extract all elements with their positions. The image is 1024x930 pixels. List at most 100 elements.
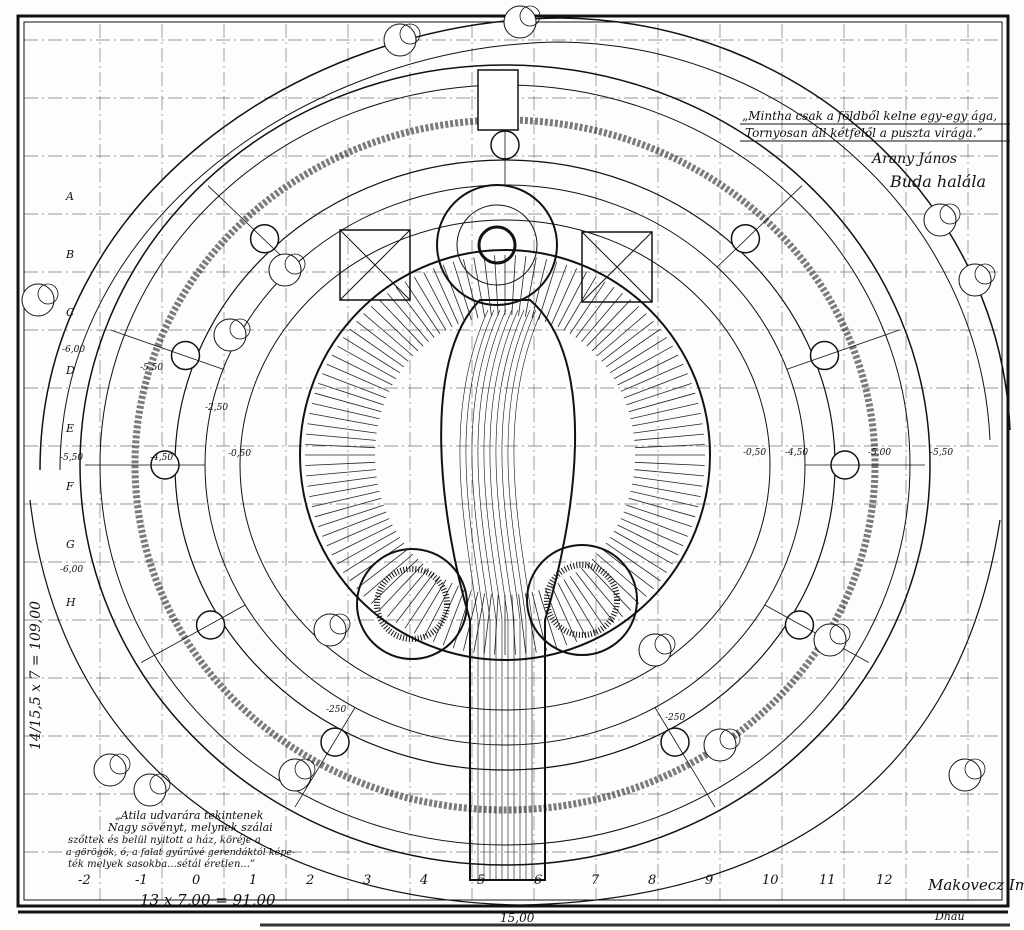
grid-row-label: H [65, 596, 76, 609]
gate-path [110, 329, 224, 370]
note-line-3: szőttek és belül nyitott a ház, köréje a [68, 835, 261, 846]
hatch-line [630, 490, 699, 508]
hatch-line [605, 328, 661, 368]
gate-path [141, 604, 246, 663]
spine-line [483, 309, 513, 880]
grid-axis-label: 1 [249, 873, 257, 888]
gate-pavilion [320, 727, 350, 757]
hatch-line [581, 292, 623, 342]
spine-line [477, 309, 507, 880]
hatch-line [632, 413, 701, 427]
hatch-line [596, 313, 647, 357]
spine-line [465, 309, 495, 880]
hatch-line [463, 259, 479, 319]
hatch-line [551, 585, 578, 642]
hatch-line [326, 363, 390, 392]
hatch-line [623, 511, 688, 537]
hatch-line [322, 373, 387, 399]
tree-icon [149, 773, 171, 795]
hatch-line [511, 594, 516, 655]
gate-pavilion [195, 610, 226, 640]
tree-icon [133, 773, 167, 807]
gate-pavilion [730, 223, 761, 254]
top-rotunda-core [477, 225, 517, 265]
tree-icon [638, 633, 672, 667]
hatch-line [311, 402, 380, 420]
hatch-line [404, 281, 441, 334]
horizontal-dimension: 13 x 7,00 = 91,00 [140, 891, 276, 909]
hatch-line [337, 530, 397, 565]
gate-path [294, 707, 356, 808]
tree-icon [284, 253, 306, 275]
spine-line [501, 309, 531, 880]
hatch-line [342, 337, 401, 374]
spine-line [459, 309, 489, 880]
grid-axis-label: 5 [477, 873, 485, 888]
elevation-label: -4,50 [785, 448, 808, 458]
hatch-line [518, 594, 527, 654]
left-dome [356, 548, 468, 660]
quote-work: Buda halála [889, 172, 986, 191]
hatch-line [473, 593, 486, 653]
left-dome-inner [374, 566, 450, 642]
tree-icon [313, 613, 347, 647]
grid-axis-label: 9 [705, 873, 713, 888]
hatch-line [613, 530, 673, 565]
vertical-dimension: 14/15,5 x 7 = 109,00 [28, 601, 44, 750]
hatch-line [586, 299, 632, 347]
grid-axis-label: 12 [876, 873, 893, 888]
grid-axis-label: 3 [363, 873, 371, 888]
grid-axis-label: 11 [819, 873, 836, 888]
tree-icon [964, 758, 986, 780]
tree-icon [93, 753, 127, 787]
grid-axis-label: 2 [305, 873, 314, 888]
hatch-line [634, 469, 704, 477]
hatch-line [331, 524, 393, 556]
hatch-line [314, 392, 382, 413]
hatch-line [518, 256, 527, 316]
hatch-line [626, 382, 692, 406]
hatch-line [620, 363, 684, 392]
hatch-line [511, 255, 516, 316]
elevation-label: -5,50 [930, 448, 953, 458]
hatch-line [538, 590, 558, 649]
hatch-line [586, 563, 632, 611]
gate-pavilion [170, 340, 201, 371]
grid-axis-label: -2 [78, 873, 91, 888]
hatch-line [596, 553, 647, 597]
elevation-label: -6,00 [62, 345, 85, 355]
hatch-line [569, 281, 606, 334]
courtyard-ring [239, 219, 771, 711]
hatch-line [378, 299, 424, 347]
tree-icon [958, 263, 992, 297]
top-rotunda [436, 184, 558, 306]
tree-icon [294, 758, 316, 780]
hatch-line [544, 264, 568, 322]
hatch-line [632, 483, 701, 497]
hatch-line [601, 320, 654, 362]
hatch-line [633, 423, 703, 434]
hatch-line [423, 582, 453, 638]
elevation-label: -5,50 [60, 453, 83, 463]
central-hatching [305, 255, 705, 655]
hatch-line [342, 536, 401, 573]
grid-axis-label: 10 [762, 873, 779, 888]
tree-icon [974, 263, 996, 285]
signature-sub: Dhau [934, 910, 965, 923]
hatch-line [395, 572, 435, 623]
hatch-line [634, 444, 705, 449]
note-line-5: ték melyek sasokba...sétál éretlen...” [68, 859, 255, 870]
grid-row-label: B [65, 248, 74, 261]
hatch-line [395, 287, 435, 338]
hatch-line [557, 582, 587, 638]
tree-icon [109, 753, 131, 775]
spine-line [489, 309, 519, 880]
grid-row-label: F [65, 480, 74, 493]
left-tower [339, 229, 411, 301]
hatch-line [387, 568, 429, 618]
hatch-line [630, 402, 699, 420]
hatch-line [605, 542, 661, 582]
tree-icon [519, 5, 541, 27]
tree-icon [948, 758, 982, 792]
elevation-label: -0,50 [228, 449, 251, 459]
